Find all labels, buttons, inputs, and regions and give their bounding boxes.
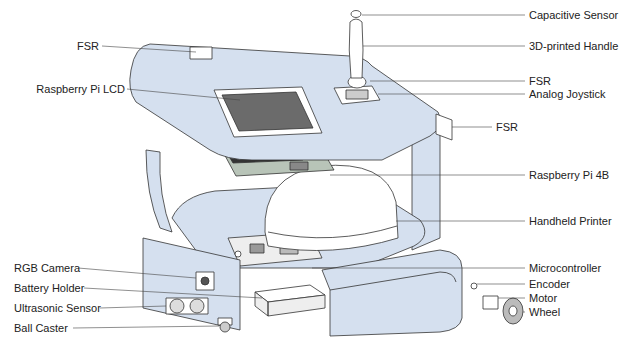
leader-line <box>363 46 525 47</box>
usb-port <box>290 162 308 170</box>
wheel <box>503 298 523 324</box>
lcd-screen <box>222 92 313 131</box>
leader-line <box>127 89 240 100</box>
leader-line <box>73 326 219 328</box>
leader-line <box>102 46 196 52</box>
leader-line <box>452 127 492 128</box>
left-back-wall <box>146 150 172 232</box>
part-label: FSR <box>77 40 99 53</box>
front-right-wall <box>322 250 462 336</box>
ball-caster <box>220 322 230 332</box>
wheel-hub <box>509 306 517 316</box>
top-plate <box>130 44 441 160</box>
leader-lines <box>73 15 525 328</box>
part-label: FSR <box>496 121 518 134</box>
leader-line <box>498 298 525 299</box>
handheld-printer <box>265 165 398 250</box>
leader-line <box>378 94 525 95</box>
part-label: Raspberry Pi LCD <box>36 83 125 96</box>
part-label: Raspberry Pi 4B <box>529 169 609 182</box>
leader-line <box>100 306 166 308</box>
leader-line <box>330 175 525 176</box>
front-left-panel <box>143 238 240 330</box>
leader-line <box>84 288 262 298</box>
ultrasonic-transducer <box>170 299 184 313</box>
fsr-pad <box>346 90 368 99</box>
lcd-frame <box>214 87 322 137</box>
part-label: Handheld Printer <box>529 215 612 228</box>
fsr-pad <box>436 114 452 140</box>
leader-line <box>312 268 525 269</box>
ultrasonic-transducer <box>190 299 204 313</box>
leader-line <box>78 268 196 278</box>
leader-line <box>362 15 525 16</box>
part-label: FSR <box>529 75 551 88</box>
rgb-camera <box>196 272 214 290</box>
robot-parts <box>130 11 523 337</box>
battery-sides <box>255 292 325 316</box>
part-label: Ultrasonic Sensor <box>14 302 101 315</box>
capacitive-sensor <box>351 11 361 18</box>
part-label: Ball Caster <box>14 322 68 335</box>
joystick-base <box>334 86 380 104</box>
encoder <box>471 283 477 289</box>
part-label: Microcontroller <box>529 262 601 275</box>
leader-line <box>396 221 525 222</box>
part-label: Capacitive Sensor <box>529 9 618 22</box>
leader-line <box>370 81 525 82</box>
part-label: Wheel <box>529 306 560 319</box>
connector <box>235 251 241 257</box>
camera-lens <box>201 277 209 285</box>
handle <box>349 19 363 78</box>
motor <box>483 296 498 309</box>
fsr-pad <box>190 47 212 59</box>
part-label: Motor <box>529 292 557 305</box>
ultrasonic-board <box>166 298 208 314</box>
wall-edge <box>330 272 456 290</box>
printer-seam <box>268 226 397 238</box>
part-label: Battery Holder <box>14 282 84 295</box>
leader-line <box>477 284 525 285</box>
part-label: Encoder <box>529 278 570 291</box>
part-label: 3D-printed Handle <box>529 40 618 53</box>
chip <box>250 244 264 253</box>
part-label: Analog Joystick <box>529 88 605 101</box>
leader-line <box>523 312 525 313</box>
part-label: RGB Camera <box>14 262 80 275</box>
